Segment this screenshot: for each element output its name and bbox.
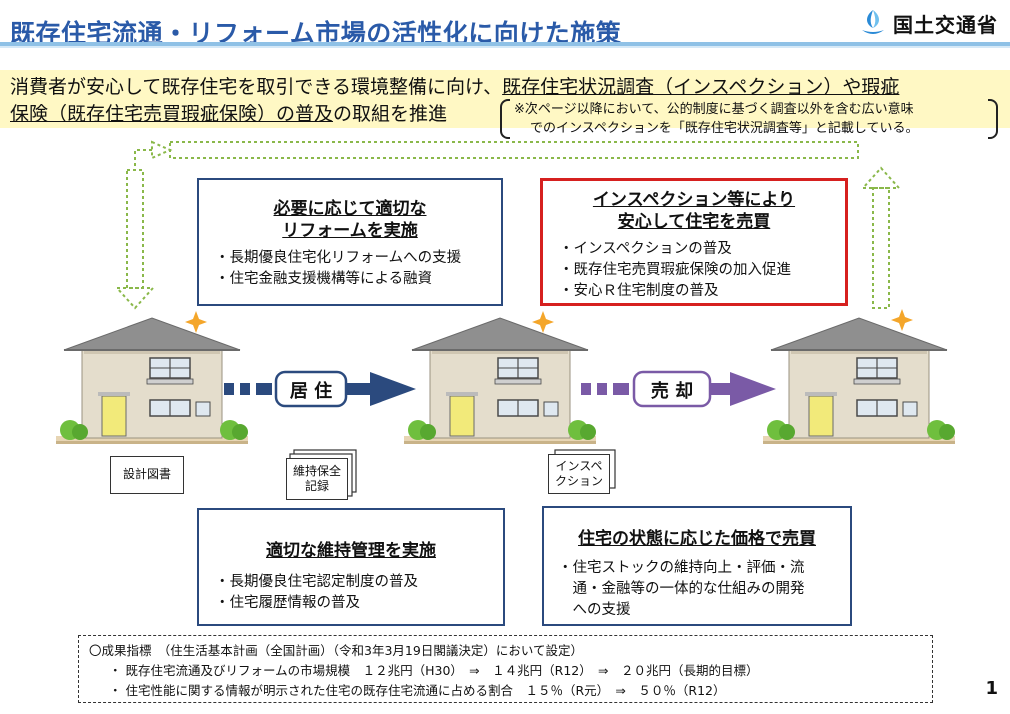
maintenance-box: 適切な維持管理を実施 ・長期優良住宅認定制度の普及 ・住宅履歴情報の普及 [197,508,505,626]
inspection-items: ・インスペクションの普及 ・既存住宅売買瑕疵保険の加入促進 ・安心Ｒ住宅制度の普… [559,239,845,302]
lead-text: の取組を推進 [333,103,448,125]
note-line-2: でのインスペクションを「既存住宅状況調査等」と記載している。 [530,121,919,136]
reform-title-line-2: リフォームを実施 [282,221,418,241]
live-arrow [224,370,416,408]
reform-items: ・長期優良住宅化リフォームへの支援 ・住宅金融支援機構等による融資 [215,248,501,290]
maintenance-title: 適切な維持管理を実施 [266,541,436,561]
inspection-item: ・安心Ｒ住宅制度の普及 [559,283,719,299]
reform-item: ・長期優良住宅化リフォームへの支援 [215,250,462,266]
sell-label: 売 却 [650,381,694,402]
reform-item: ・住宅金融支援機構等による融資 [215,271,433,287]
inspection-title: インスペクション等により 安心して住宅を売買 [543,189,845,233]
maintenance-items: ・長期優良住宅認定制度の普及 ・住宅履歴情報の普及 [215,572,503,614]
lead-line-1: 消費者が安心して既存住宅を取引できる環境整備に向け、既存住宅状況調査（インスペク… [10,72,899,99]
house-center-icon [403,317,597,445]
inspection-note: ※次ページ以降において、公的制度に基づく調査以外を含む広い意味 でのインスペクシ… [500,99,998,139]
outcome-indicators: 〇成果指標 （住生活基本計画（全国計画）（令和3年3月19日閣議決定）において設… [78,635,933,703]
house-right-icon [762,317,956,445]
note-bracket-right [988,99,998,139]
doc-inspection-label-1: インスペ [555,459,603,473]
live-label: 居 住 [289,381,333,402]
reform-box: 必要に応じて適切な リフォームを実施 ・長期優良住宅化リフォームへの支援 ・住宅… [197,178,503,306]
header-divider-light [0,46,1010,48]
inspection-item: ・既存住宅売買瑕疵保険の加入促進 [559,262,791,278]
inspection-title-line-1: インスペクション等により [592,190,796,210]
maintenance-item: ・住宅履歴情報の普及 [215,595,360,611]
page-number: 1 [985,678,998,699]
maintenance-item: ・長期優良住宅認定制度の普及 [215,574,418,590]
lead-underlined-text: 既存住宅状況調査（インスペクション）や瑕疵 [502,76,900,98]
price-items: ・住宅ストックの維持向上・評価・流 通・金融等の一体的な仕組みの開発 への支援 [558,558,850,621]
price-box: 住宅の状態に応じた価格で売買 ・住宅ストックの維持向上・評価・流 通・金融等の一… [542,506,852,626]
doc-inspection-label-2: クション [554,474,603,488]
mlit-logo-icon [862,10,884,34]
inspection-item: ・インスペクションの普及 [559,241,732,257]
sparkle-icon [891,309,913,331]
price-title: 住宅の状態に応じた価格で売買 [578,529,816,549]
sell-arrow [581,370,776,408]
doc-inspection: インスペ クション [548,454,610,494]
inspection-title-line-2: 安心して住宅を売買 [617,212,771,232]
header: 既存住宅流通・リフォーム市場の活性化に向けた施策 国土交通省 [0,0,1010,48]
header-divider [0,42,1010,46]
indicator-item: ・ 既存住宅流通及びリフォームの市場規模 １２兆円（H30） ⇒ １４兆円（R1… [109,663,759,678]
doc-maintenance-record: 維持保全 記録 [286,458,348,500]
ministry-logo: 国土交通省 [859,8,998,38]
lead-text: 消費者が安心して既存住宅を取引できる環境整備に向け、 [10,76,503,98]
reform-title: 必要に応じて適切な リフォームを実施 [199,198,501,242]
note-bracket-left [500,99,510,139]
inspection-box: インスペクション等により 安心して住宅を売買 ・インスペクションの普及 ・既存住… [540,178,848,306]
indicator-item: ・ 住宅性能に関する情報が明示された住宅の既存住宅流通に占める割合 １５％（R元… [109,683,726,698]
lead-underlined-text: 保険（既存住宅売買瑕疵保険）の普及 [10,103,334,125]
price-item: への支援 [558,602,631,618]
sparkle-icon [532,311,554,333]
price-item: 通・金融等の一体的な仕組みの開発 [558,581,805,597]
ministry-name: 国土交通省 [893,12,998,37]
doc-maintenance-label-2: 記録 [304,479,329,493]
reform-title-line-1: 必要に応じて適切な [273,199,427,219]
indicators-heading: 〇成果指標 （住生活基本計画（全国計画）（令和3年3月19日閣議決定）において設… [89,643,583,658]
price-item: ・住宅ストックの維持向上・評価・流 [558,560,805,576]
note-line-1: ※次ページ以降において、公的制度に基づく調査以外を含む広い意味 [514,102,914,117]
doc-design: 設計図書 [110,456,184,494]
doc-maintenance-label-1: 維持保全 [292,464,341,478]
doc-design-label: 設計図書 [122,467,171,481]
lead-line-2: 保険（既存住宅売買瑕疵保険）の普及の取組を推進 [10,99,447,126]
house-left-icon [55,317,249,445]
sparkle-icon [185,311,207,333]
